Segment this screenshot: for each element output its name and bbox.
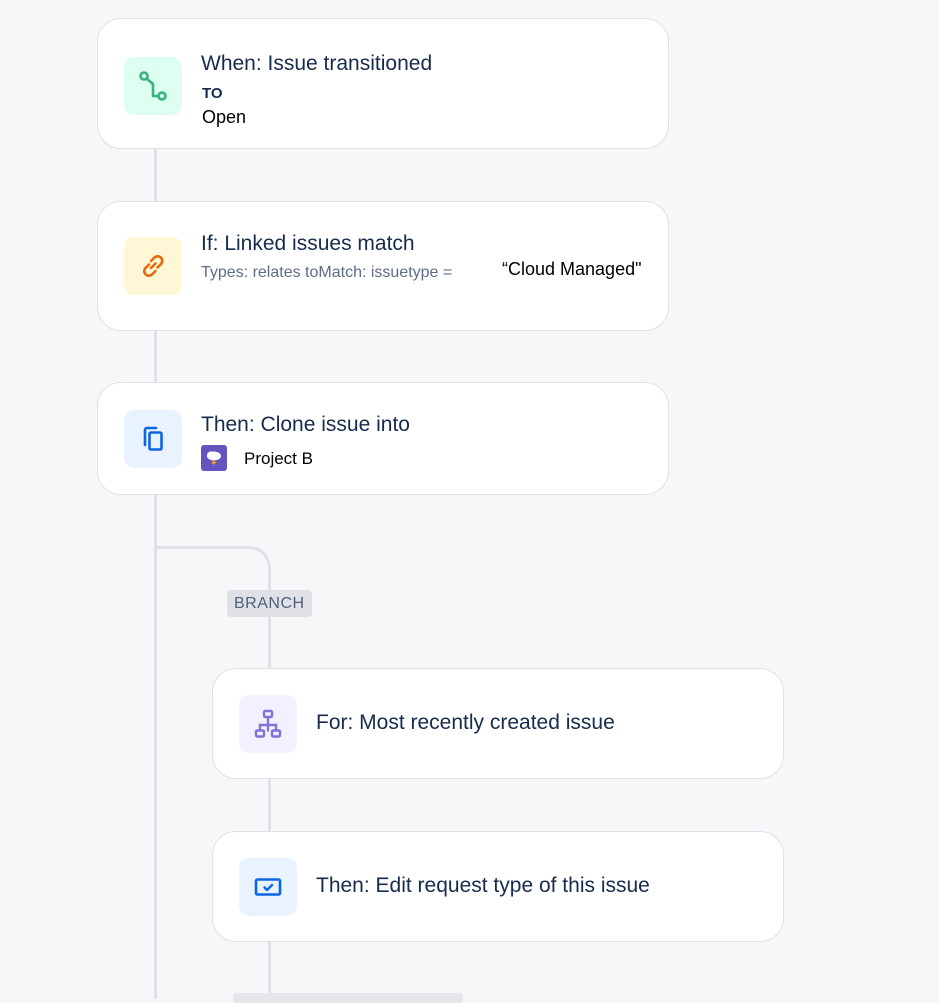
condition-value: “Cloud Managed" [502, 259, 642, 279]
for-each-step-card[interactable]: For: Most recently created issue [212, 668, 784, 779]
clone-title: Then: Clone issue into [201, 413, 410, 436]
edit-request-type-step-card[interactable]: Then: Edit request type of this issue [212, 831, 784, 942]
trigger-step-card[interactable]: When: Issue transitioned TO Open [97, 18, 669, 149]
condition-details: Types: relates toMatch: issuetype = [201, 264, 453, 281]
condition-title: If: Linked issues match [201, 232, 415, 255]
clone-project-name: Project B [244, 449, 313, 468]
hierarchy-icon [239, 695, 297, 753]
branch-connector-line [268, 612, 271, 999]
project-avatar-icon [201, 445, 227, 471]
condition-step-card[interactable]: If: Linked issues match Types: relates t… [97, 201, 669, 331]
request-type-icon [239, 858, 297, 916]
trigger-title: When: Issue transitioned [201, 52, 433, 75]
link-icon [124, 237, 182, 295]
transition-icon [124, 57, 182, 115]
for-each-title: For: Most recently created issue [316, 711, 615, 734]
clone-icon [124, 410, 182, 468]
trigger-status: Open [202, 107, 247, 127]
main-connector-line [154, 148, 157, 999]
next-step-placeholder [233, 993, 463, 1003]
branch-connector-curve [154, 546, 271, 606]
edit-request-type-title: Then: Edit request type of this issue [316, 874, 650, 897]
trigger-to-label: TO [202, 85, 223, 102]
branch-label: BRANCH [227, 590, 312, 617]
clone-step-card[interactable]: Then: Clone issue into Project B [97, 382, 669, 495]
